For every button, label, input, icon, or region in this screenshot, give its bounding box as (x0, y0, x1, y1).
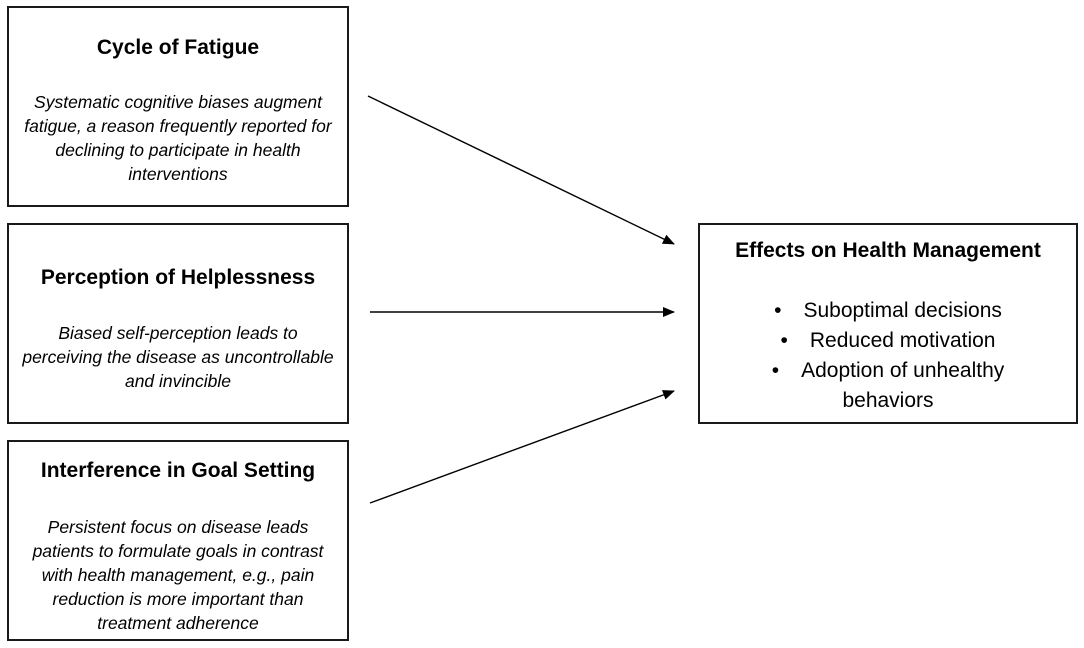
effects-list-item: • Adoption of unhealthy (700, 356, 1076, 386)
cycle-of-fatigue-box: Cycle of Fatigue Systematic cognitive bi… (7, 6, 349, 207)
description-line: patients to formulate goals in contrast (32, 541, 324, 561)
arrow-fatigue-to-effects (367, 95, 675, 245)
bullet-icon: • (780, 329, 788, 352)
description-line: Biased self-perception leads to (58, 323, 298, 343)
description-line: fatigue, a reason frequently reported fo… (24, 116, 332, 136)
effects-list-item-continuation: behaviors (700, 386, 1076, 416)
effects-on-health-management-box: Effects on Health Management • Suboptimal… (698, 223, 1078, 424)
description-line: and invincible (124, 371, 232, 391)
arrow-goal-setting-to-effects (369, 390, 675, 504)
description-line: Systematic cognitive biases augment (34, 92, 322, 112)
description-line: reduction is more important than (52, 589, 304, 609)
interference-in-goal-setting-description: Persistent focus on disease leads patien… (19, 515, 337, 635)
perception-of-helplessness-title: Perception of Helplessness (40, 266, 316, 289)
effects-list: • Suboptimal decisions • Reduced motivatio… (700, 296, 1076, 416)
bullet-icon: • (771, 359, 780, 382)
description-line: treatment adherence (97, 613, 259, 633)
cycle-of-fatigue-title: Cycle of Fatigue (96, 36, 260, 59)
interference-in-goal-setting-title: Interference in Goal Setting (40, 459, 316, 482)
effects-item-label: Suboptimal decisions (803, 299, 1002, 322)
effects-list-item: • Reduced motivation (700, 326, 1076, 356)
interference-in-goal-setting-box: Interference in Goal Setting Persistent … (7, 440, 349, 641)
description-line: with health management, e.g., pain (41, 565, 315, 585)
perception-of-helplessness-box: Perception of Helplessness Biased self-p… (7, 223, 349, 424)
perception-of-helplessness-description: Biased self-perception leads to perceivi… (19, 321, 337, 393)
cycle-of-fatigue-description: Systematic cognitive biases augment fati… (19, 90, 337, 186)
bullet-icon: • (774, 299, 782, 322)
description-line: interventions (128, 164, 228, 184)
description-line: Persistent focus on disease leads (47, 517, 309, 537)
effects-list-item: • Suboptimal decisions (700, 296, 1076, 326)
effects-item-label: behaviors (842, 389, 934, 412)
effects-on-health-management-title: Effects on Health Management (735, 239, 1041, 262)
description-line: declining to participate in health (55, 140, 301, 160)
effects-item-label: Reduced motivation (809, 329, 996, 352)
effects-item-label: Adoption of unhealthy (801, 359, 1005, 382)
description-line: perceiving the disease as uncontrollable (22, 347, 334, 367)
